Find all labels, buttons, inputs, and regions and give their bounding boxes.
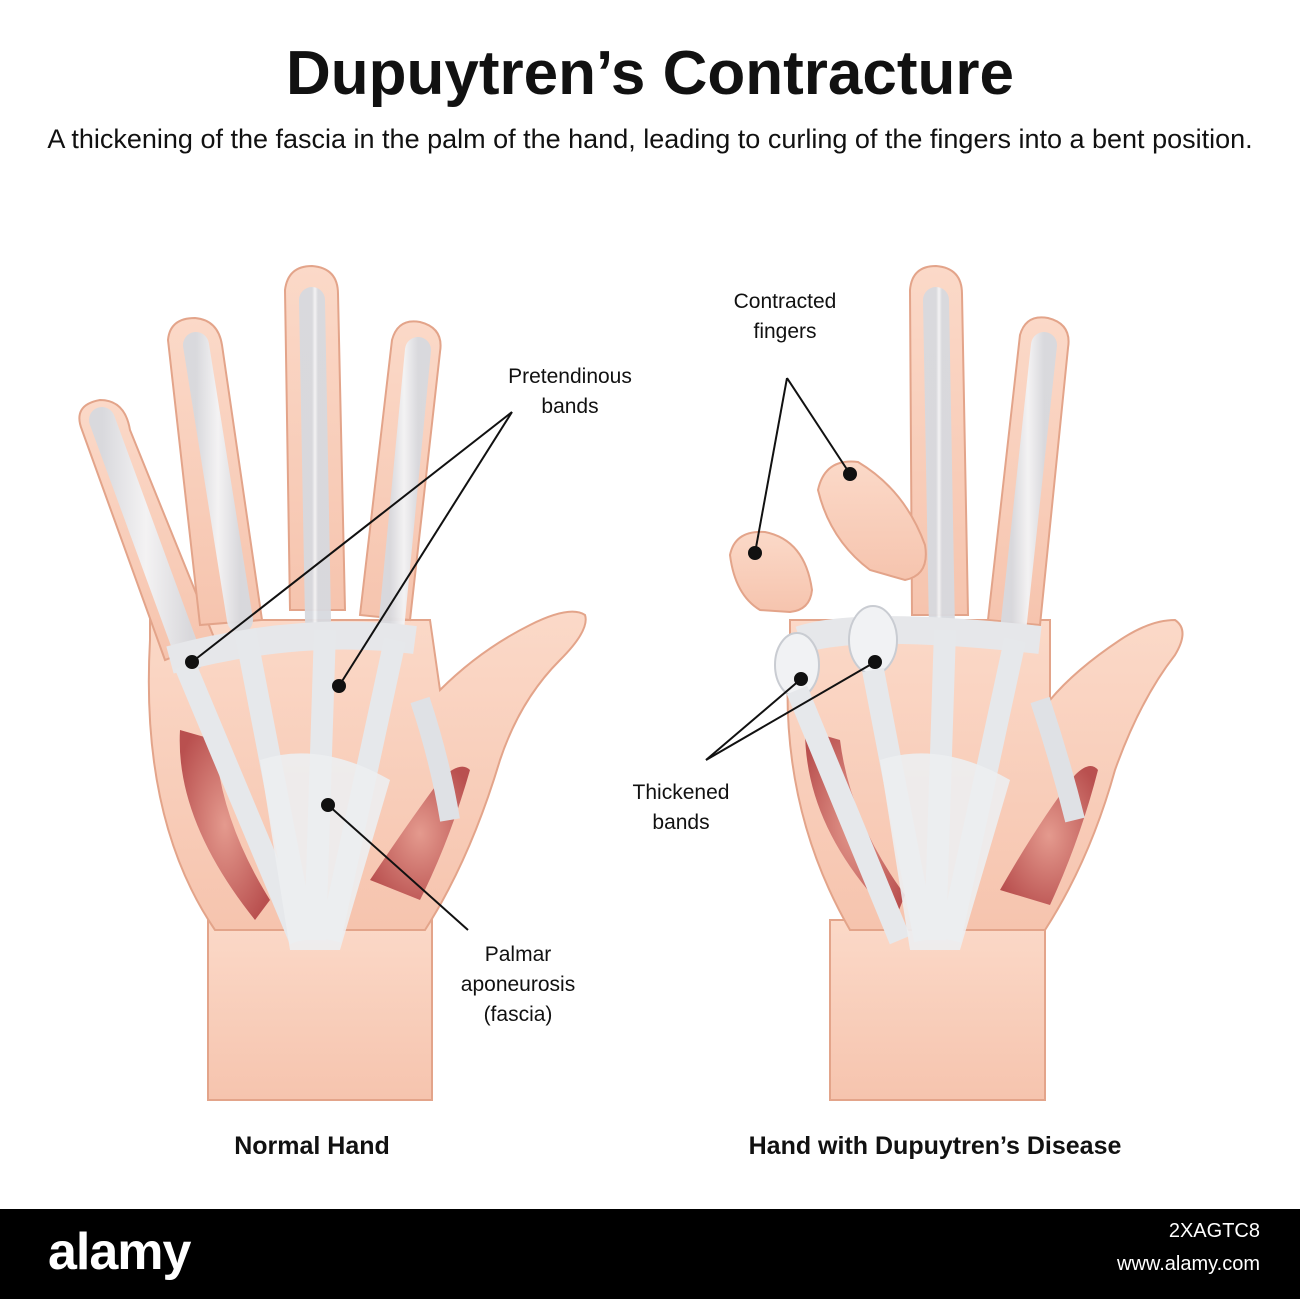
label-palmar-aponeurosis: Palmar aponeurosis (fascia) [418, 940, 618, 1030]
footer-logo: alamy [48, 1223, 191, 1281]
pointer-dot [794, 672, 808, 686]
label-pretendinous-bands: Pretendinous bands [470, 362, 670, 422]
pointer-dot [321, 798, 335, 812]
pointer-dot [748, 546, 762, 560]
label-line: bands [541, 395, 599, 418]
label-line: fingers [753, 320, 817, 343]
label-line: Pretendinous [508, 365, 632, 388]
label-line: Palmar [484, 943, 552, 966]
label-contracted-fingers: Contracted fingers [685, 287, 885, 347]
pointer-dot [843, 467, 857, 481]
label-thickened-bands: Thickened bands [581, 778, 781, 838]
pointer-dot [868, 655, 882, 669]
right-contracted-little-finger [728, 530, 814, 614]
label-line: Thickened [632, 781, 730, 804]
label-line: Contracted [733, 290, 837, 313]
caption-normal-hand: Normal Hand [234, 1132, 390, 1160]
pointer-dot [185, 655, 199, 669]
label-line: (fascia) [483, 1003, 553, 1026]
diagram-title: Dupuytren’s Contracture [285, 39, 1014, 108]
caption-dupuytren-hand: Hand with Dupuytren’s Disease [748, 1132, 1122, 1160]
label-line: aponeurosis [460, 973, 576, 996]
dupuytren-hand [728, 264, 1184, 1101]
normal-hand [78, 264, 587, 1101]
leader-lines [185, 377, 882, 931]
footer-image-id: 2XAGTC8 [1168, 1220, 1260, 1242]
footer-bar [0, 1209, 1300, 1299]
diagram-subtitle: A thickening of the fascia in the palm o… [47, 124, 1253, 154]
footer-url: www.alamy.com [1117, 1253, 1260, 1275]
left-hypothenar-muscle [179, 730, 270, 920]
thickened-nodule-1 [774, 632, 820, 698]
pointer-dot [332, 679, 346, 693]
right-contracted-ring-finger [816, 460, 927, 582]
hands-illustration [78, 264, 1184, 1101]
label-line: bands [652, 811, 710, 834]
